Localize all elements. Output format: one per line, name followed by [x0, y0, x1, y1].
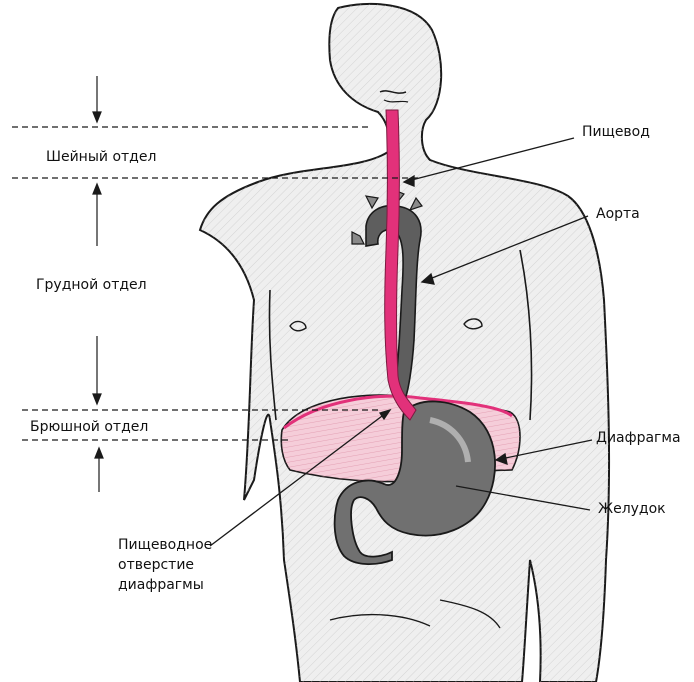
label-abdominal-section: Брюшной отдел — [30, 419, 148, 436]
label-diaphragm: Диафрагма — [596, 430, 681, 447]
label-cervical-section: Шейный отдел — [46, 149, 156, 166]
label-esophagus: Пищевод — [582, 124, 650, 141]
label-hiatus-line-1: Пищеводное — [118, 537, 212, 554]
label-hiatus-line-2: отверстие — [118, 557, 194, 574]
label-thoracic-section: Грудной отдел — [36, 277, 147, 294]
label-aorta: Аорта — [596, 206, 640, 223]
label-stomach: Желудок — [598, 501, 666, 518]
label-hiatus-line-3: диафрагмы — [118, 577, 204, 594]
